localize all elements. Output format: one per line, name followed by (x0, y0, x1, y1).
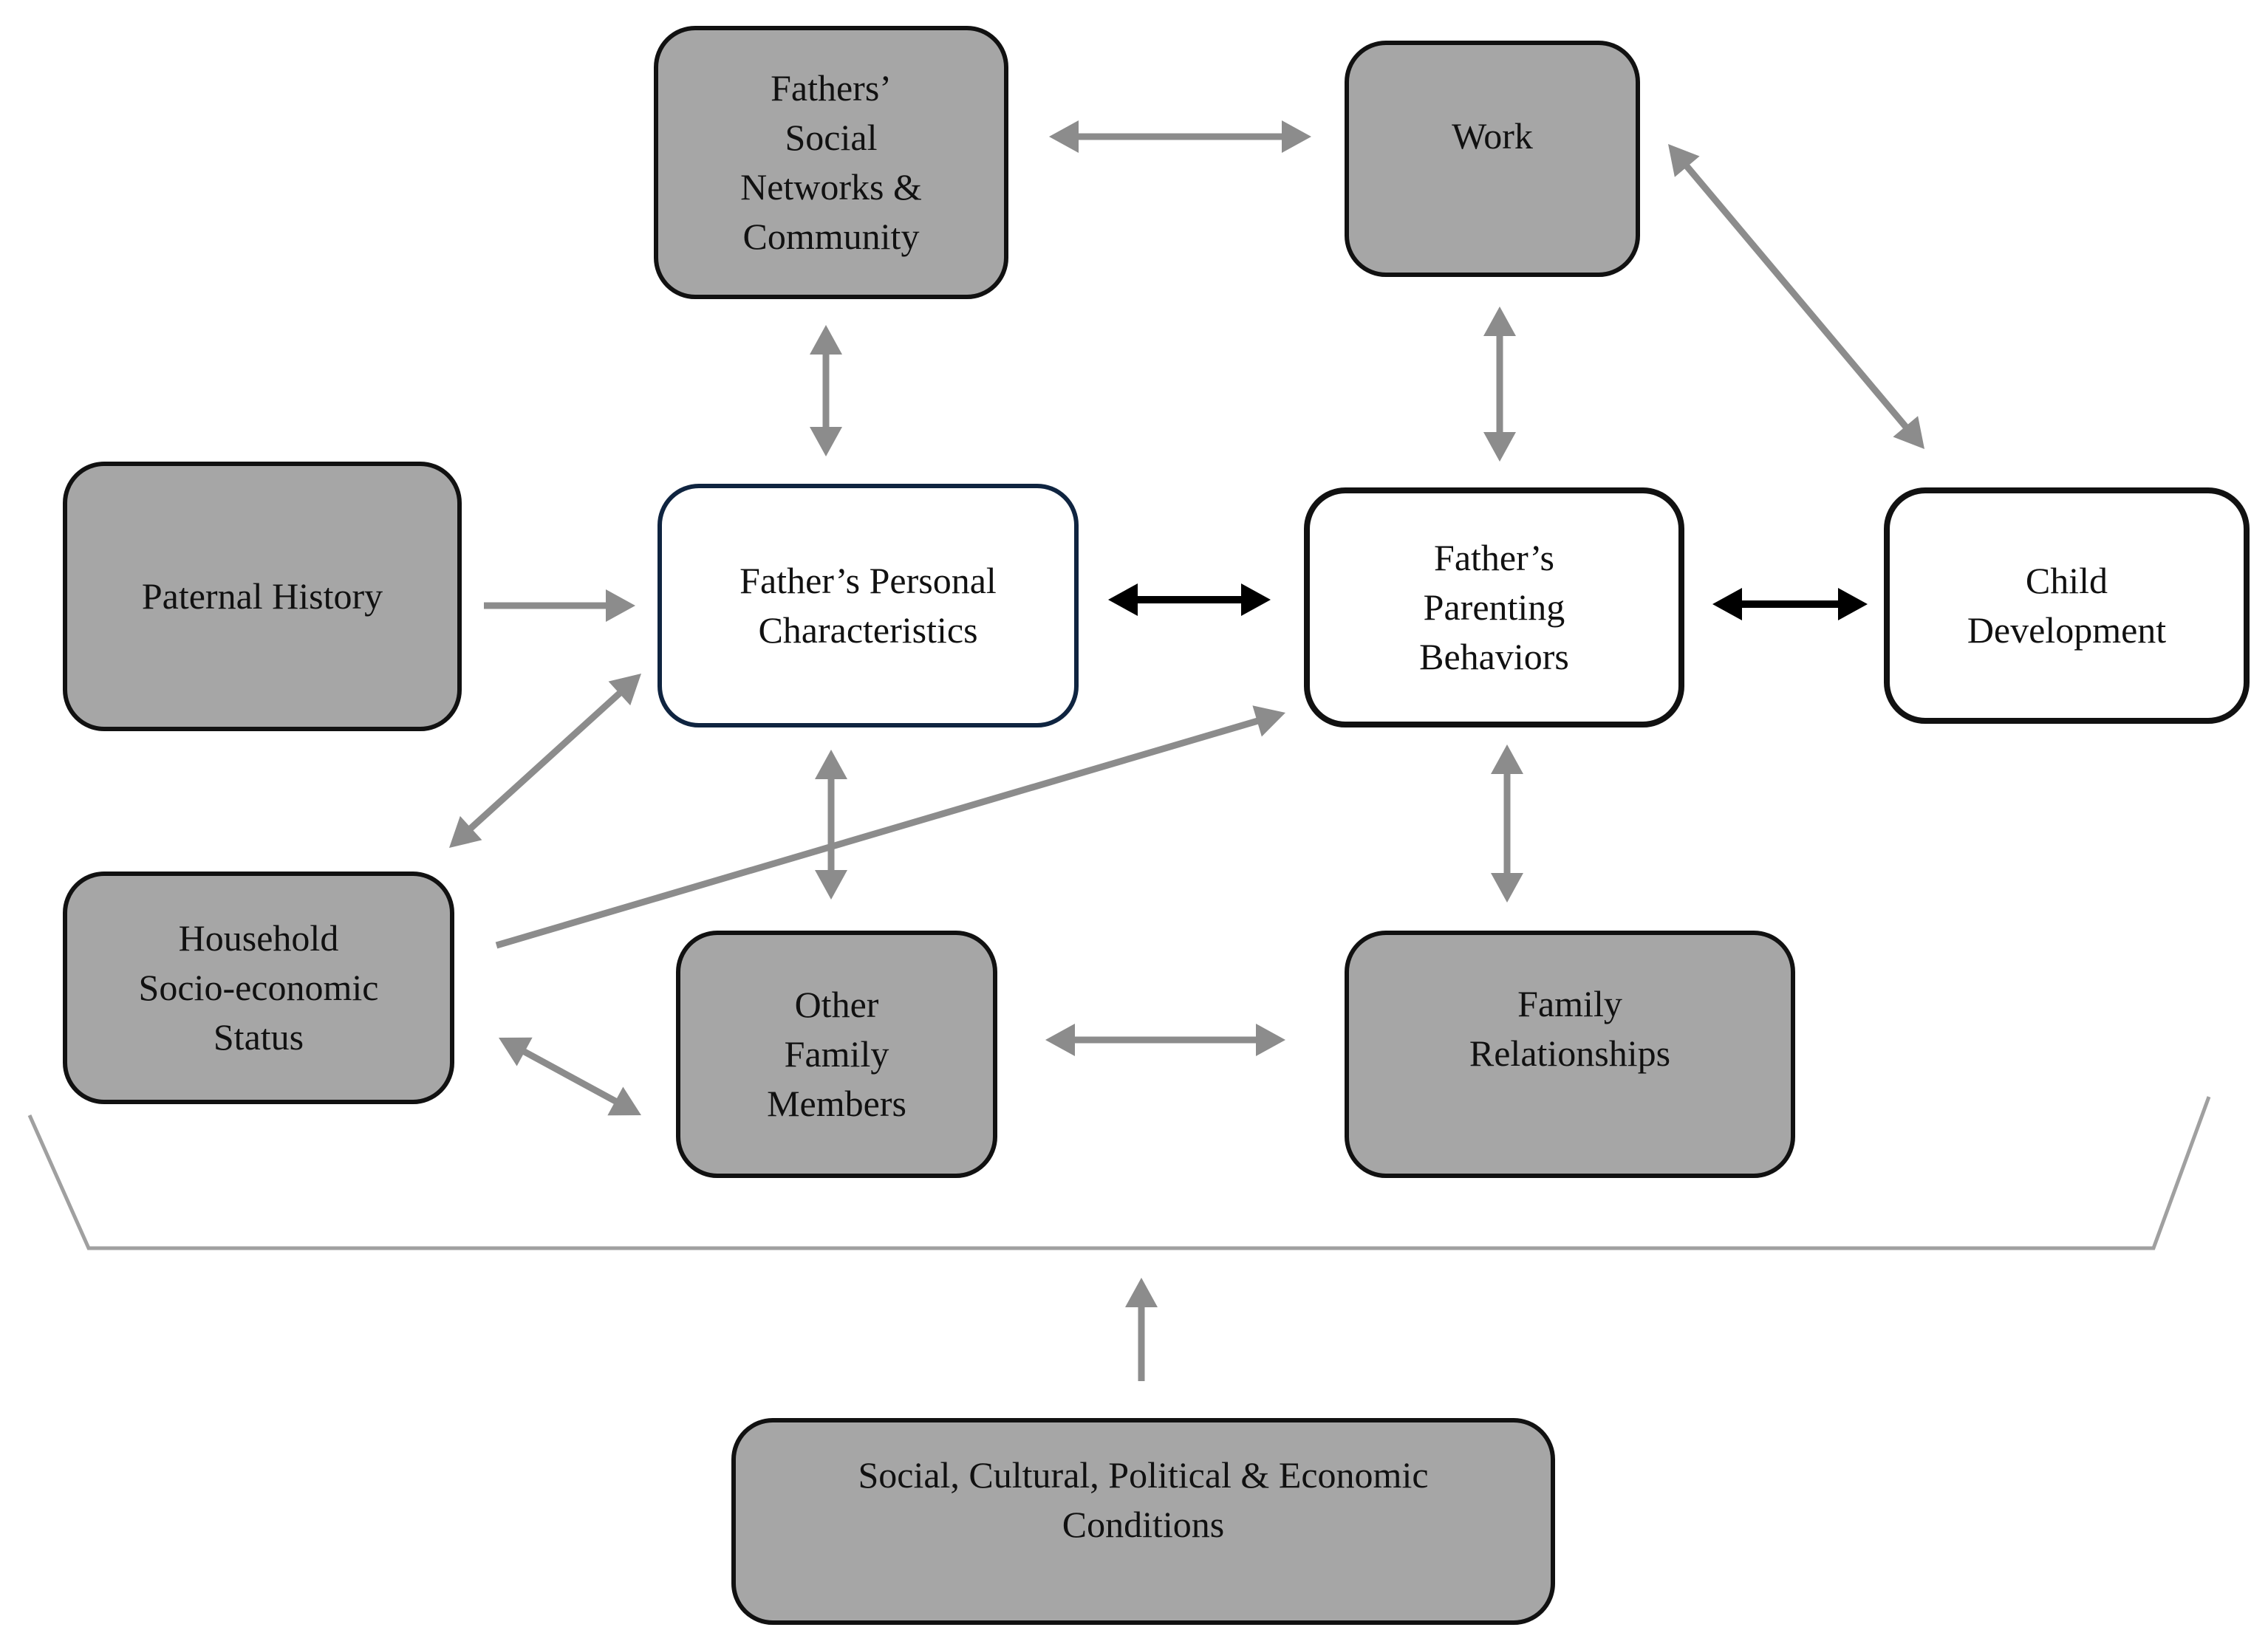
arrowhead-icon (1049, 120, 1079, 153)
arrowhead-icon (1241, 583, 1271, 616)
arrowhead-icon (1712, 588, 1742, 620)
conditions-label: Social, Cultural, Political & Economic C… (858, 1454, 1429, 1545)
arrowhead-icon (608, 674, 641, 706)
family-relationships-label: Family Relationships (1469, 983, 1671, 1074)
conditions-node: Social, Cultural, Political & Economic C… (731, 1418, 1555, 1625)
other-family-members-label: Other Family Members (767, 984, 906, 1124)
arrow-household_ses-fathers_personal_characteristics (468, 690, 623, 832)
arrowhead-icon (606, 589, 635, 622)
fathers-social-networks-label: Fathers’ Social Networks & Community (740, 67, 922, 257)
arrowhead-icon (607, 1086, 641, 1116)
arrowhead-icon (1252, 705, 1285, 737)
work-label: Work (1452, 115, 1533, 157)
arrowhead-icon (1893, 416, 1924, 449)
arrowhead-icon (1483, 432, 1516, 462)
arrowhead-icon (1282, 120, 1311, 153)
fathers-personal-characteristics-label: Father’s Personal Characteristics (740, 560, 997, 651)
arrowhead-icon (449, 815, 482, 848)
fathers-social-networks-node: Fathers’ Social Networks & Community (654, 26, 1008, 299)
fathers-parenting-behaviors-label: Father’s Parenting Behaviors (1419, 537, 1569, 677)
child-development-label: Child Development (1967, 560, 2167, 651)
context-bracket (27, 1096, 2211, 1250)
paternal-history-node: Paternal History (63, 462, 462, 731)
arrowhead-icon (1045, 1024, 1075, 1056)
work-node: Work (1345, 41, 1640, 277)
arrowhead-icon (1838, 588, 1868, 620)
fathers-personal-characteristics-node: Father’s Personal Characteristics (657, 484, 1079, 727)
other-family-members-node: Other Family Members (676, 931, 997, 1178)
arrowhead-icon (815, 870, 847, 900)
family-relationships-node: Family Relationships (1345, 931, 1795, 1178)
arrowhead-icon (1125, 1278, 1158, 1307)
arrow-work-child_development (1683, 163, 1910, 430)
household-ses-node: Household Socio-economic Status (63, 872, 454, 1104)
household-ses-label: Household Socio-economic Status (138, 917, 379, 1058)
arrow-household_ses-fathers_parenting_behaviors (495, 717, 1260, 949)
arrowhead-icon (1491, 873, 1523, 903)
arrowhead-icon (1491, 744, 1523, 774)
arrowhead-icon (1668, 144, 1700, 177)
arrow-household_ses-other_family_members (522, 1048, 618, 1105)
paternal-history-label: Paternal History (141, 575, 383, 617)
child-development-node: Child Development (1884, 487, 2250, 724)
arrowhead-icon (810, 427, 842, 456)
arrowhead-icon (1256, 1024, 1285, 1056)
arrowhead-icon (810, 325, 842, 355)
arrowhead-icon (1483, 307, 1516, 336)
fathers-parenting-behaviors-node: Father’s Parenting Behaviors (1304, 487, 1684, 727)
arrowhead-icon (815, 750, 847, 779)
arrowhead-icon (499, 1037, 533, 1066)
arrowhead-icon (1108, 583, 1138, 616)
